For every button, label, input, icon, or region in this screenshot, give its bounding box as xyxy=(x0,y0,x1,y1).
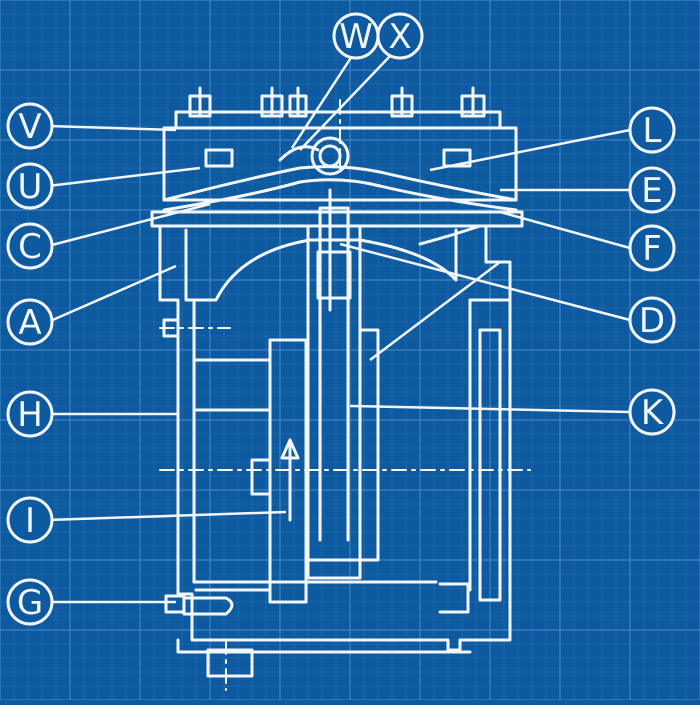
svg-text:A: A xyxy=(18,303,41,343)
callout-k: K xyxy=(628,388,676,436)
svg-text:V: V xyxy=(18,107,41,147)
leader-lines xyxy=(47,49,631,604)
callout-f: F xyxy=(628,224,676,272)
svg-text:K: K xyxy=(641,393,665,433)
callout-c: C xyxy=(6,222,54,270)
callout-h: H xyxy=(6,390,54,438)
svg-text:H: H xyxy=(17,395,43,435)
cover-flange xyxy=(150,110,524,228)
svg-text:F: F xyxy=(642,229,662,269)
callout-a: A xyxy=(6,298,54,346)
svg-text:D: D xyxy=(639,301,665,341)
callout-i: I xyxy=(6,496,54,544)
callout-g: G xyxy=(6,578,54,626)
bottom-bolt xyxy=(164,594,234,616)
callout-e: E xyxy=(628,166,676,214)
callout-l: L xyxy=(628,106,676,154)
callout-d: D xyxy=(628,296,676,344)
svg-text:G: G xyxy=(17,583,43,623)
callout-v: V xyxy=(6,102,54,150)
svg-text:C: C xyxy=(18,227,42,267)
callout-x: X xyxy=(376,12,424,60)
svg-text:L: L xyxy=(643,111,662,151)
steam-trap-cross-section xyxy=(150,86,531,691)
svg-text:U: U xyxy=(18,167,43,207)
center-lines xyxy=(159,99,531,691)
svg-text:I: I xyxy=(25,501,35,541)
svg-text:X: X xyxy=(388,17,411,57)
svg-text:W: W xyxy=(339,17,373,57)
float-weight xyxy=(194,338,308,604)
svg-text:E: E xyxy=(641,171,662,211)
center-stem xyxy=(306,188,380,580)
callout-u: U xyxy=(6,162,54,210)
body-casing xyxy=(158,224,512,678)
callout-w: W xyxy=(332,12,380,60)
